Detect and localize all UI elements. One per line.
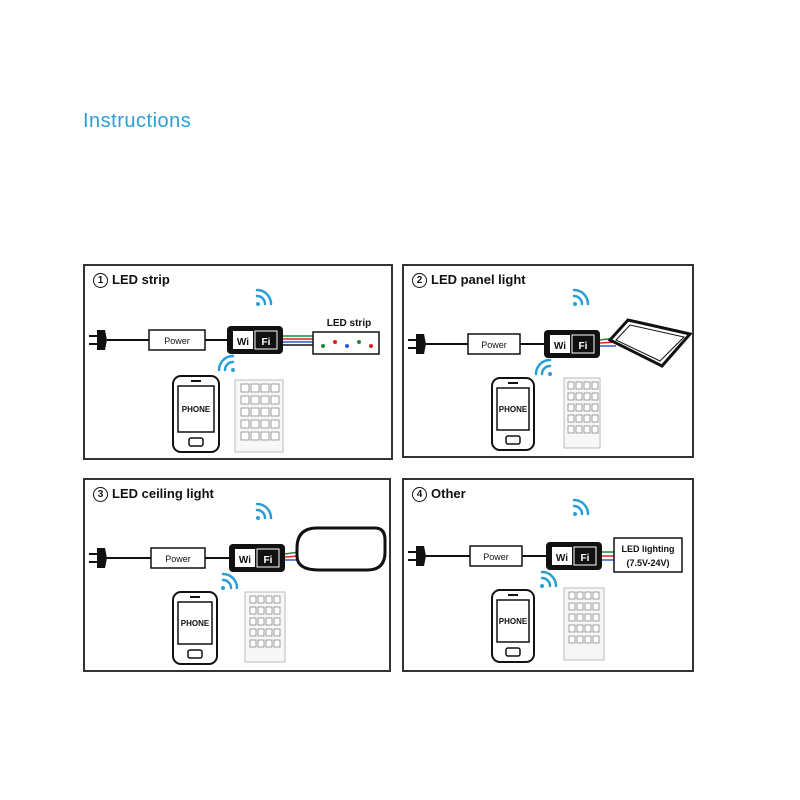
panel-title-text: LED panel light xyxy=(431,272,526,287)
phone-label: PHONE xyxy=(499,617,528,626)
target-label: LED lighting xyxy=(622,544,675,554)
wifi-signal-icon xyxy=(540,570,558,588)
phone-icon xyxy=(491,377,535,451)
step-number: 3 xyxy=(93,487,108,502)
step-number: 2 xyxy=(412,273,427,288)
panel-title: 1 LED strip xyxy=(93,272,170,288)
wifi-signal-icon xyxy=(572,498,590,516)
remote-icon xyxy=(563,587,605,661)
led-dots xyxy=(321,340,373,348)
panel-title-text: LED ceiling light xyxy=(112,486,214,501)
wifi-signal-icon xyxy=(255,502,273,520)
wifi-label-wi: Wi xyxy=(556,553,568,564)
panel-led-ceiling-light: 3 LED ceiling light Power Wi Fi xyxy=(83,478,391,672)
wifi-signal-icon xyxy=(534,358,552,376)
phone-icon xyxy=(172,375,220,453)
panel-led-panel-light: 2 LED panel light Power Wi Fi xyxy=(402,264,694,458)
remote-icon xyxy=(563,377,601,449)
led-strip xyxy=(312,331,380,355)
panel-title: 3 LED ceiling light xyxy=(93,486,214,502)
power-label: Power xyxy=(483,552,509,562)
led-panel-light xyxy=(607,318,692,368)
wifi-label-fi: Fi xyxy=(579,341,588,352)
wifi-label-wi: Wi xyxy=(237,337,249,348)
wifi-label-fi: Fi xyxy=(581,553,590,564)
diagram-led-panel-light: Power Wi Fi PHONE xyxy=(408,288,692,451)
wifi-signal-icon xyxy=(221,572,239,590)
power-label: Power xyxy=(481,340,507,350)
panel-title: 4 Other xyxy=(412,486,466,502)
wifi-label-fi: Fi xyxy=(264,555,273,566)
panel-title-text: Other xyxy=(431,486,466,501)
diagram-other: Power Wi Fi LED lighting (7.5V-24V) PHON… xyxy=(408,498,683,663)
wifi-signal-icon xyxy=(572,288,590,306)
phone-label: PHONE xyxy=(182,405,211,414)
target-label: LED strip xyxy=(327,318,371,329)
panel-title: 2 LED panel light xyxy=(412,272,526,288)
panel-title-text: LED strip xyxy=(112,272,170,287)
page-title: Instructions xyxy=(83,110,192,132)
plug-icon xyxy=(408,546,426,566)
phone-label: PHONE xyxy=(499,405,528,414)
wifi-label-fi: Fi xyxy=(262,337,271,348)
diagram-led-strip: Power Wi Fi LED strip xyxy=(89,288,380,453)
wifi-signal-icon xyxy=(255,288,273,306)
phone-label: PHONE xyxy=(181,619,210,628)
remote-icon xyxy=(244,591,286,663)
panel-other: 4 Other Power Wi Fi LED lighting (7.5V-24… xyxy=(402,478,694,672)
step-number: 1 xyxy=(93,273,108,288)
wifi-label-wi: Wi xyxy=(239,555,251,566)
phone-icon xyxy=(172,591,218,665)
wifi-signal-icon xyxy=(217,354,235,372)
power-label: Power xyxy=(164,336,190,346)
phone-icon xyxy=(491,589,535,663)
plug-icon xyxy=(89,330,107,350)
led-ceiling-light xyxy=(295,526,387,572)
wifi-label-wi: Wi xyxy=(554,341,566,352)
plug-icon xyxy=(89,548,107,568)
step-number: 4 xyxy=(412,487,427,502)
power-label: Power xyxy=(165,554,191,564)
led-lighting-box xyxy=(613,537,683,573)
diagram-led-ceiling-light: Power Wi Fi PHONE xyxy=(89,502,387,665)
plug-icon xyxy=(408,334,426,354)
target-voltage: (7.5V-24V) xyxy=(626,558,669,568)
remote-icon xyxy=(234,379,284,453)
